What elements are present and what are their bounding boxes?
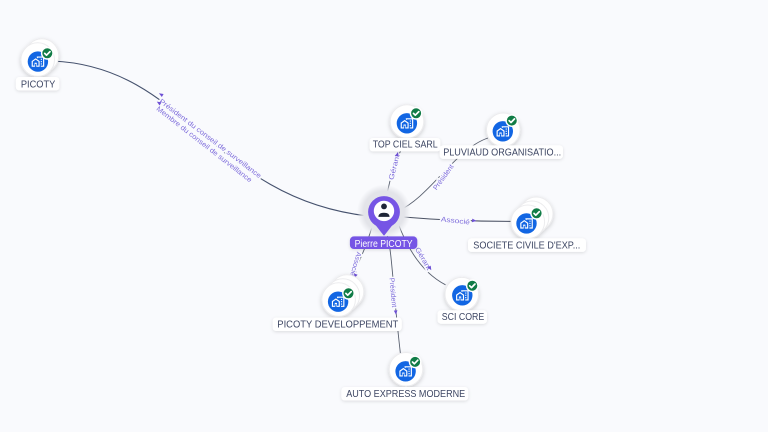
svg-text:Associé: Associé (348, 251, 362, 277)
svg-text:AUTO EXPRESS MODERNE: AUTO EXPRESS MODERNE (346, 389, 465, 400)
svg-text:Membre du conseil de surveilla: Membre du conseil de surveillance (155, 106, 253, 185)
svg-text:PICOTY: PICOTY (21, 80, 56, 91)
svg-text:Associé: Associé (441, 216, 471, 226)
svg-text:SCI CORE: SCI CORE (442, 312, 485, 323)
svg-text:Président: Président (388, 278, 398, 308)
svg-text:PLUVIAUD ORGANISATIO...: PLUVIAUD ORGANISATIO... (443, 147, 561, 158)
svg-text:PICOTY DEVELOPPEMENT: PICOTY DEVELOPPEMENT (277, 320, 398, 331)
svg-text:Président: Président (432, 164, 455, 192)
svg-text:Président du conseil de survei: Président du conseil de surveillance (158, 98, 263, 180)
svg-text:Gérant: Gérant (388, 154, 401, 181)
svg-text:SOCIETE CIVILE D'EXP...: SOCIETE CIVILE D'EXP... (473, 241, 580, 252)
svg-text:Pierre PICOTY: Pierre PICOTY (355, 238, 413, 250)
svg-text:TOP CIEL SARL: TOP CIEL SARL (373, 140, 438, 151)
